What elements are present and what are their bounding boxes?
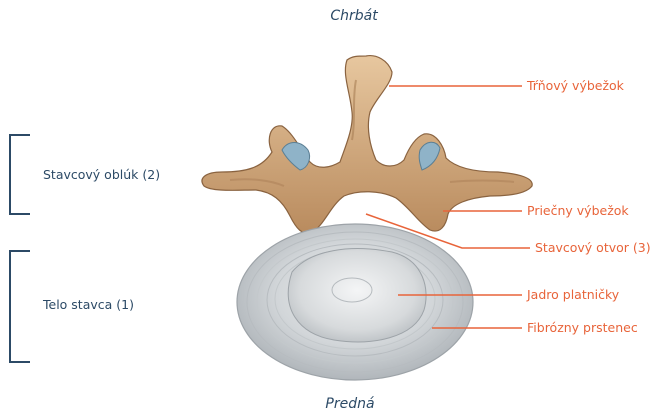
- annulus-fibrosus-label: Fibrózny prstenec: [527, 320, 638, 335]
- intervertebral-disc: [237, 224, 473, 380]
- vertebral-arch-label: Stavcový oblúk (2): [43, 167, 160, 182]
- posterior-label: Chrbát: [330, 8, 377, 24]
- vertebral-foramen-label: Stavcový otvor (3): [535, 240, 651, 255]
- spinous-process-label: Tŕňový výbežok: [527, 78, 624, 93]
- anterior-label: Predná: [325, 396, 374, 412]
- arch-bracket: [10, 135, 30, 214]
- nucleus-pulposus-label: Jadro platničky: [527, 287, 619, 302]
- arch-bone-shape: [202, 56, 532, 233]
- transverse-process-label: Priečny výbežok: [527, 203, 629, 218]
- vertebral-arch: [202, 56, 532, 233]
- vertebral-body-label: Telo stavca (1): [43, 297, 134, 312]
- body-bracket: [10, 251, 30, 362]
